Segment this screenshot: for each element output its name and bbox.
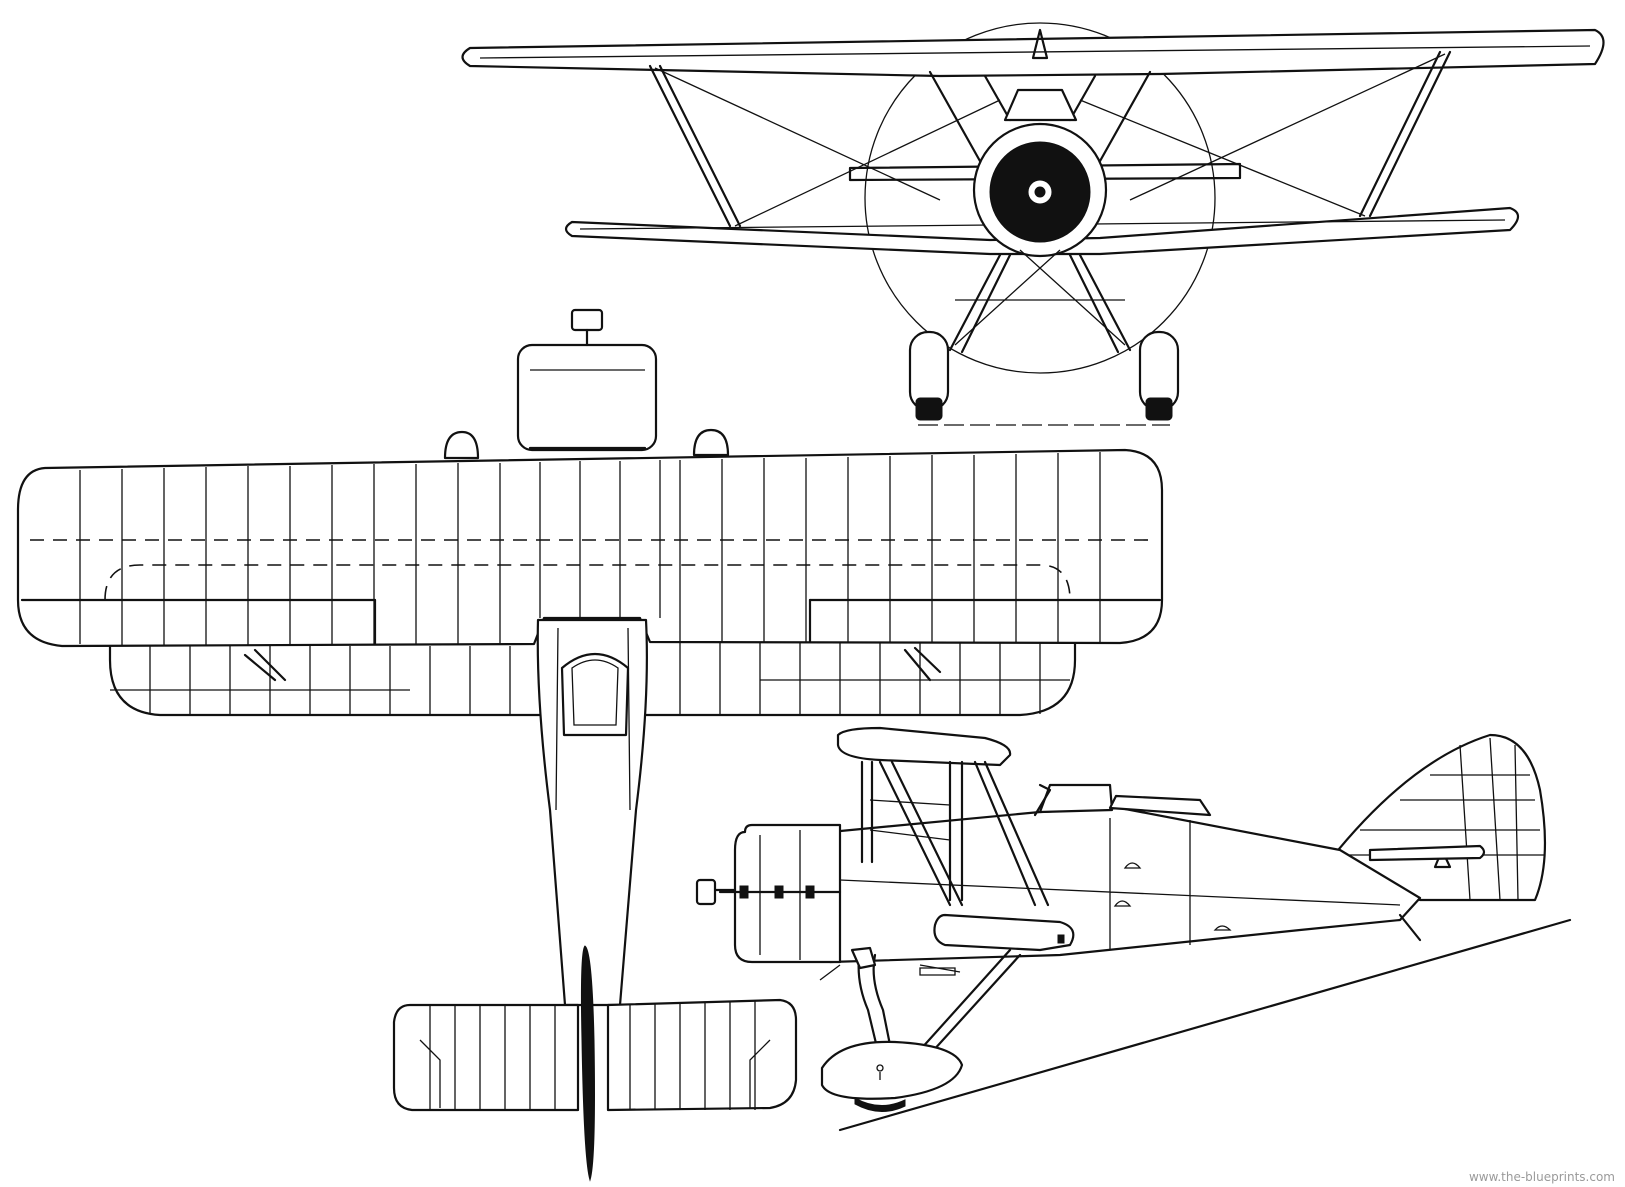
side-engine-cowl bbox=[733, 823, 842, 964]
front-canopy bbox=[1003, 88, 1078, 122]
side-windscreen bbox=[1038, 783, 1114, 814]
plan-upper-wing bbox=[16, 448, 1164, 648]
front-view bbox=[461, 22, 1605, 426]
plan-tailplane-right bbox=[606, 998, 798, 1112]
plan-propeller-hub bbox=[570, 308, 604, 332]
top-view bbox=[16, 308, 1164, 1182]
side-upper-wing bbox=[836, 726, 1012, 767]
propeller-disc bbox=[864, 22, 1216, 374]
front-gunsight bbox=[1031, 28, 1049, 60]
ground-line bbox=[838, 918, 1572, 1132]
side-lower-wing bbox=[933, 913, 1075, 952]
plan-engine-cowl bbox=[516, 343, 658, 452]
side-wheel-spat bbox=[820, 1040, 964, 1100]
watermark-text: www.the-blueprints.com bbox=[1469, 1170, 1615, 1184]
plan-tailplane-left bbox=[392, 1003, 580, 1112]
lower-wing-ribs bbox=[110, 642, 1070, 714]
side-view bbox=[695, 726, 1572, 1132]
side-fuselage bbox=[828, 806, 1422, 964]
front-upper-wing bbox=[461, 28, 1605, 78]
front-lower-wing bbox=[564, 206, 1520, 256]
plan-rudder bbox=[580, 945, 595, 1182]
plan-cockpit bbox=[560, 653, 630, 737]
